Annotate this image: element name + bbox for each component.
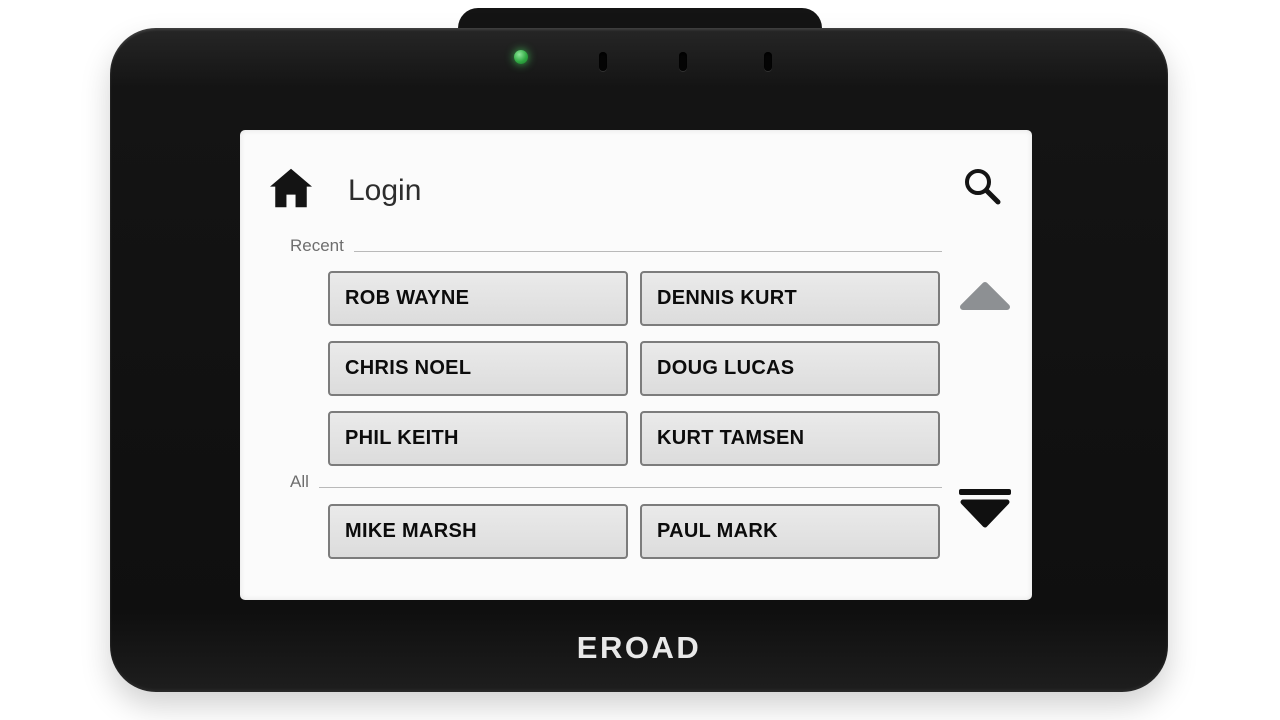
mic-slot-icon xyxy=(764,52,772,71)
recent-drivers-grid: ROB WAYNE DENNIS KURT CHRIS NOEL DOUG LU… xyxy=(328,271,940,466)
driver-button-kurt-tamsen[interactable]: KURT TAMSEN xyxy=(640,411,940,466)
device-screen: Login Recent ROB WAYNE DENNIS KURT CHRIS… xyxy=(240,130,1032,600)
all-section-label: All xyxy=(290,472,309,491)
driver-button-dennis-kurt[interactable]: DENNIS KURT xyxy=(640,271,940,326)
section-divider xyxy=(353,251,942,252)
driver-button-rob-wayne[interactable]: ROB WAYNE xyxy=(328,271,628,326)
eroad-logo: EROAD xyxy=(576,630,702,665)
power-led-icon xyxy=(514,50,528,64)
driver-button-paul-mark[interactable]: PAUL MARK xyxy=(640,504,940,559)
scroll-up-arrow-icon[interactable] xyxy=(958,280,1012,312)
recent-section-label: Recent xyxy=(290,236,344,255)
driver-button-phil-keith[interactable]: PHIL KEITH xyxy=(328,411,628,466)
all-section-header: All xyxy=(290,472,942,492)
mic-slot-icon xyxy=(679,52,687,71)
section-divider xyxy=(318,487,942,488)
mic-slot-icon xyxy=(599,52,607,71)
eroad-device: Login Recent ROB WAYNE DENNIS KURT CHRIS… xyxy=(110,28,1168,692)
home-icon[interactable] xyxy=(270,168,312,208)
scroll-down-arrow-icon[interactable] xyxy=(958,488,1012,530)
recent-section-header: Recent xyxy=(290,236,942,256)
driver-button-chris-noel[interactable]: CHRIS NOEL xyxy=(328,341,628,396)
driver-button-doug-lucas[interactable]: DOUG LUCAS xyxy=(640,341,940,396)
driver-button-mike-marsh[interactable]: MIKE MARSH xyxy=(328,504,628,559)
search-icon[interactable] xyxy=(962,166,1002,206)
page-title: Login xyxy=(348,174,422,207)
all-drivers-grid: MIKE MARSH PAUL MARK xyxy=(328,504,940,559)
